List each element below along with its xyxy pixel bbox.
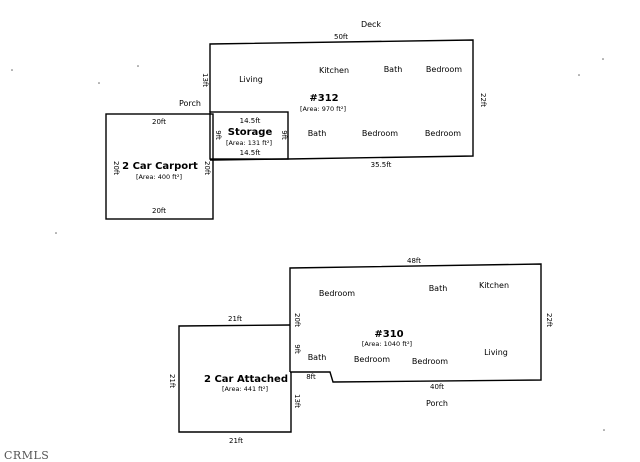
unit-310-notch-dimension: 8ft xyxy=(306,373,316,381)
unit-310-left-upper-dimension: 20ft xyxy=(293,313,301,327)
bedroom-top-label: Bedroom xyxy=(426,65,462,74)
kitchen-label: Kitchen xyxy=(479,281,509,290)
porch-label: Porch xyxy=(179,99,201,108)
deck-label: Deck xyxy=(361,20,381,29)
carport-right-dimension: 20ft xyxy=(203,161,211,175)
living-label: Living xyxy=(239,75,263,84)
unit-310-bottom-dimension: 40ft xyxy=(430,383,444,391)
storage-outline xyxy=(209,111,289,160)
storage-title: Storage xyxy=(228,127,273,138)
carport-left-dimension: 20ft xyxy=(112,161,120,175)
carport-bottom-dimension: 20ft xyxy=(152,207,166,215)
unit-310-top-dimension: 48ft xyxy=(407,257,421,265)
unit-310-outline xyxy=(289,263,542,383)
carport-title: 2 Car Carport xyxy=(122,161,198,172)
living-label: Living xyxy=(484,348,508,357)
unit-312-left-notch-dimension: 13ft xyxy=(201,73,209,87)
unit-312-outline xyxy=(209,39,474,161)
unit-310-left-lower-dimension: 13ft xyxy=(293,394,301,408)
unit-312-title: #312 xyxy=(309,93,338,104)
storage-right-dimension: 9ft xyxy=(280,130,288,140)
bath-top-label: Bath xyxy=(429,284,448,293)
unit-312-group: Deck 50ft 13ft 22ft 35.5ft Living Kitche… xyxy=(105,20,487,220)
bedroom-mid-label: Bedroom xyxy=(362,129,398,138)
garage-outline xyxy=(178,324,292,433)
unit-310-right-dimension: 22ft xyxy=(545,313,553,327)
kitchen-label: Kitchen xyxy=(319,66,349,75)
bath-top-label: Bath xyxy=(384,65,403,74)
scan-specks xyxy=(11,58,605,431)
bath-bottom-label: Bath xyxy=(308,353,327,362)
garage-area: [Area: 441 ft²] xyxy=(222,385,268,393)
unit-310-group: 48ft 22ft 20ft 9ft 13ft 8ft 40ft Bedroom… xyxy=(168,257,553,445)
bedroom-bottom-label: Bedroom xyxy=(425,129,461,138)
unit-312-bottom-dimension: 35.5ft xyxy=(371,161,392,169)
storage-bottom-dimension: 14.5ft xyxy=(240,149,261,157)
unit-312-top-dimension: 50ft xyxy=(334,33,348,41)
unit-310-title: #310 xyxy=(374,329,403,340)
storage-area: [Area: 131 ft²] xyxy=(226,139,272,147)
bedroom-top-label: Bedroom xyxy=(319,289,355,298)
storage-left-dimension: 9ft xyxy=(214,130,222,140)
unit-312-area: [Area: 970 ft²] xyxy=(300,105,346,113)
carport-area: [Area: 400 ft²] xyxy=(136,173,182,181)
watermark-text: CRMLS xyxy=(4,449,50,462)
unit-310-left-mid-dimension: 9ft xyxy=(293,344,301,354)
bath-bottom-label: Bath xyxy=(308,129,327,138)
garage-left-dimension: 21ft xyxy=(168,374,176,388)
carport-top-dimension: 20ft xyxy=(152,118,166,126)
garage-title: 2 Car Attached xyxy=(204,374,288,385)
porch-label: Porch xyxy=(426,399,448,408)
unit-312-right-dimension: 22ft xyxy=(479,93,487,107)
unit-310-area: [Area: 1040 ft²] xyxy=(362,340,412,348)
garage-bottom-dimension: 21ft xyxy=(229,437,243,445)
carport-outline xyxy=(105,113,214,220)
bedroom-b-label: Bedroom xyxy=(412,357,448,366)
storage-top-dimension: 14.5ft xyxy=(240,117,261,125)
bedroom-a-label: Bedroom xyxy=(354,355,390,364)
garage-top-dimension: 21ft xyxy=(228,315,242,323)
